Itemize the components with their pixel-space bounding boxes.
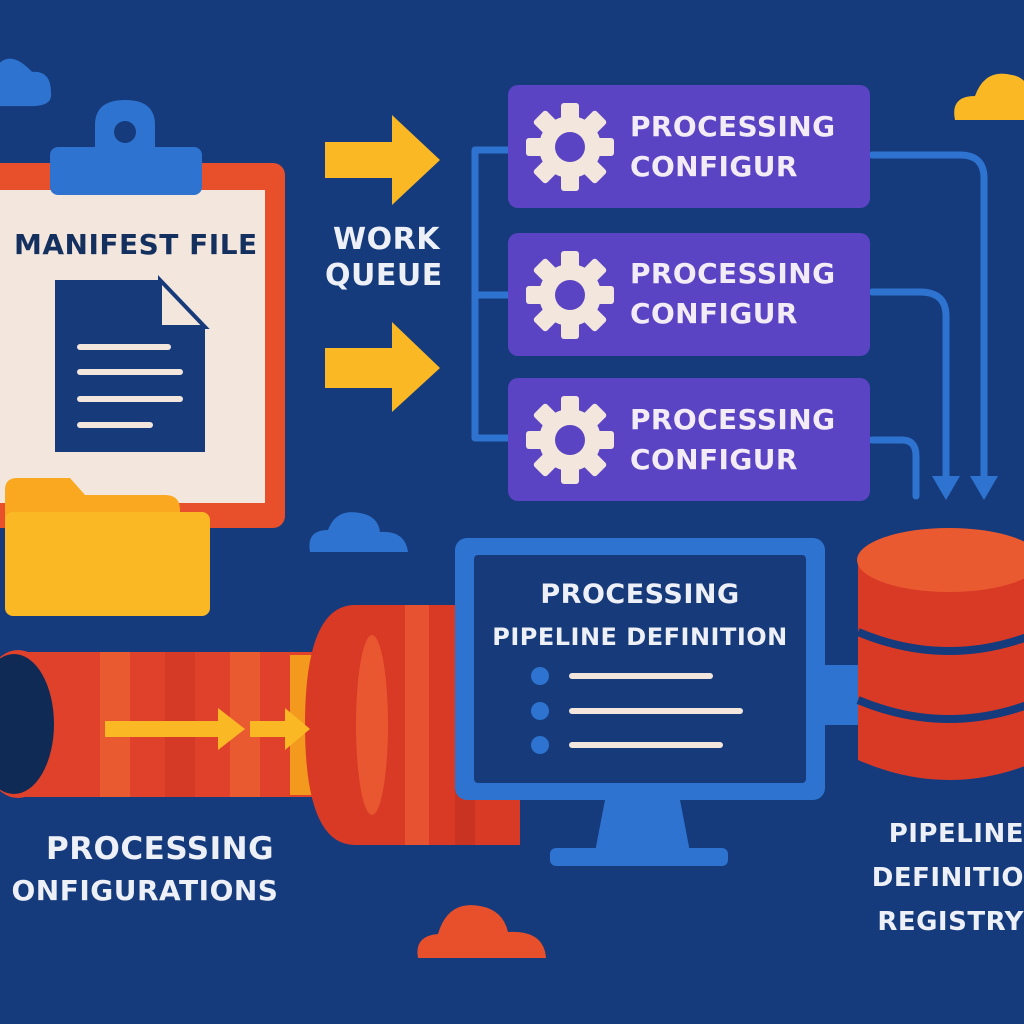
config-card-2-line2: CONFIGUR: [630, 297, 798, 330]
config-card-1-text: PROCESSING CONFIGUR: [630, 107, 835, 187]
registry-label: PIPELINE DEFINITIO REGISTRY: [850, 812, 1024, 944]
monitor-line1: PROCESSING: [540, 579, 740, 610]
work-queue-label: WORK QUEUE: [325, 222, 443, 294]
manifest-title: MANIFEST FILE: [14, 228, 258, 261]
work-queue-line1: WORK: [333, 222, 440, 257]
connector-lines: [471, 146, 988, 500]
registry-line1: PIPELINE: [888, 819, 1024, 849]
pipe-icon: [0, 605, 520, 845]
config-card-3-text: PROCESSING CONFIGUR: [630, 400, 835, 480]
monitor-icon: [455, 538, 865, 866]
monitor-text: PROCESSING PIPELINE DEFINITION: [474, 574, 806, 658]
database-icon: [856, 528, 1024, 780]
config-card-1-line1: PROCESSING: [630, 110, 836, 143]
cloud-icon: [309, 512, 408, 552]
config-card-2-line1: PROCESSING: [630, 257, 836, 290]
config-card-3-line1: PROCESSING: [630, 403, 836, 436]
cloud-icon: [417, 905, 546, 958]
arrow-right-icon: [325, 115, 440, 205]
monitor-line2: PIPELINE DEFINITION: [492, 623, 788, 651]
gear-icon: [526, 103, 614, 191]
gear-icon: [526, 251, 614, 339]
pipe-label-line2: ONFIGURATIONS: [11, 874, 279, 907]
gear-icon: [526, 396, 614, 484]
registry-line3: REGISTRY: [877, 907, 1024, 937]
cloud-icon: [0, 58, 52, 107]
arrow-head-icon: [932, 476, 998, 500]
work-queue-line2: QUEUE: [325, 258, 443, 293]
config-card-1-line2: CONFIGUR: [630, 150, 798, 183]
arrow-right-icon: [325, 322, 440, 412]
pipe-label-line1: PROCESSING: [45, 831, 275, 867]
config-card-2-text: PROCESSING CONFIGUR: [630, 254, 835, 334]
config-card-3-line2: CONFIGUR: [630, 443, 798, 476]
folder-icon: [5, 478, 210, 616]
document-icon: [55, 275, 210, 452]
registry-line2: DEFINITIO: [871, 863, 1024, 893]
pipe-label: PROCESSING ONFIGURATIONS: [0, 828, 290, 912]
cloud-icon: [954, 73, 1024, 120]
